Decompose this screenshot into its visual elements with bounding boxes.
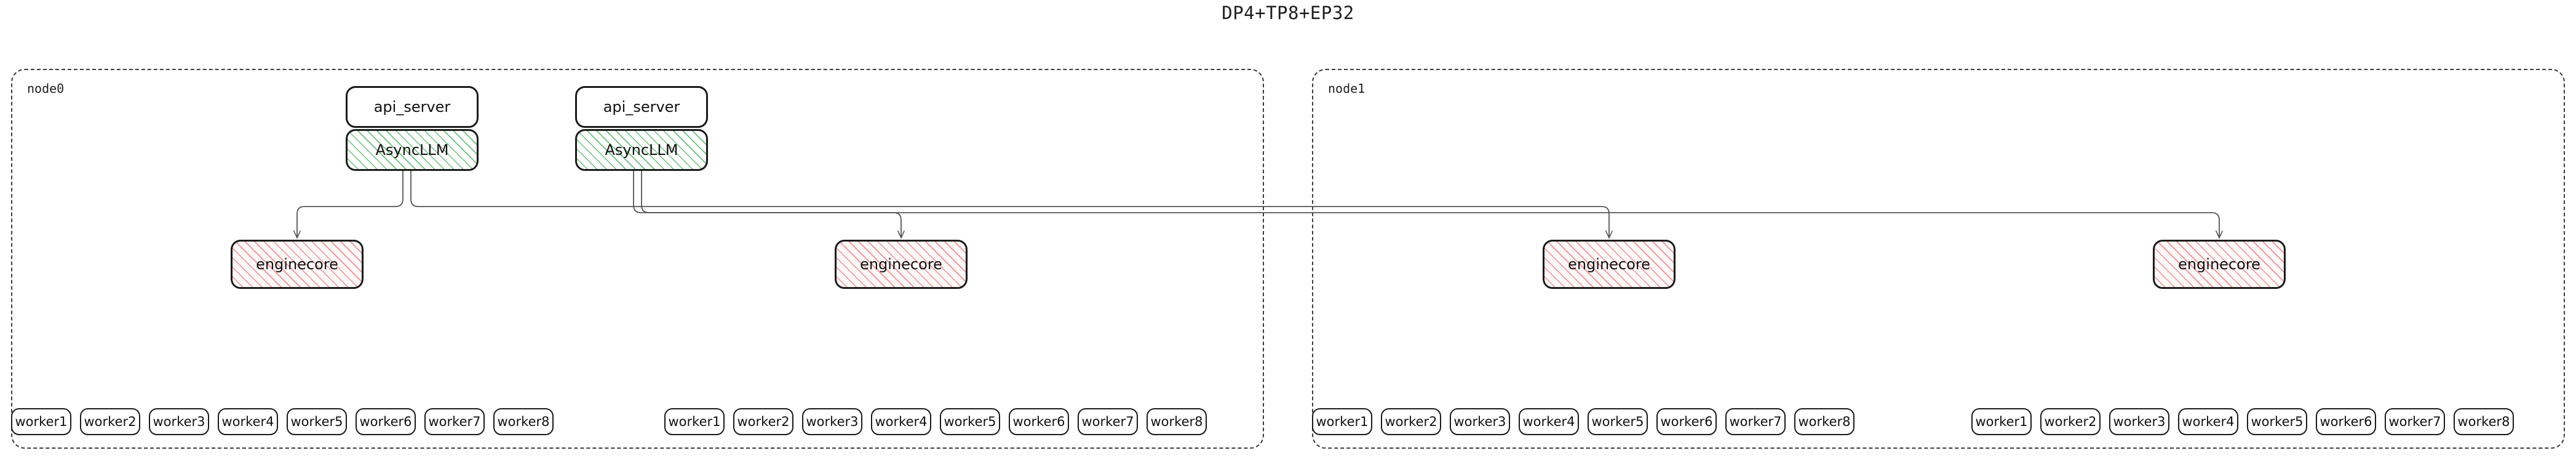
worker-box: worker1 (664, 408, 725, 435)
worker-box: worker2 (80, 408, 140, 435)
asyncllm-box: AsyncLLM (575, 129, 708, 171)
worker-box: worker2 (1381, 408, 1441, 435)
worker-box: worker4 (871, 408, 931, 435)
worker-box: worker3 (802, 408, 862, 435)
worker-box: worker5 (2247, 408, 2307, 435)
worker-box: worker8 (493, 408, 554, 435)
asyncllm-box: AsyncLLM (346, 129, 479, 171)
worker-box: worker7 (1078, 408, 1138, 435)
worker-box: worker6 (1656, 408, 1717, 435)
worker-box: worker6 (356, 408, 416, 435)
worker-box: worker1 (1971, 408, 2032, 435)
worker-box: worker1 (11, 408, 71, 435)
page-title: DP4+TP8+EP32 (1222, 2, 1354, 23)
worker-box: worker6 (1009, 408, 1069, 435)
node-cluster-node1: node1 (1312, 69, 2565, 449)
node-cluster-node0: node0 (11, 69, 1264, 449)
worker-box: worker7 (424, 408, 485, 435)
worker-box: worker2 (733, 408, 793, 435)
worker-box: worker3 (1450, 408, 1510, 435)
worker-box: worker8 (1794, 408, 1854, 435)
worker-box: worker6 (2316, 408, 2376, 435)
node-cluster-label: node0 (27, 81, 65, 96)
worker-box: worker8 (1147, 408, 1207, 435)
worker-box: worker2 (2040, 408, 2101, 435)
api-server-box: api_server (575, 86, 708, 128)
worker-box: worker4 (218, 408, 278, 435)
enginecore-box: enginecore (835, 240, 968, 289)
worker-box: worker5 (287, 408, 347, 435)
worker-box: worker7 (1725, 408, 1786, 435)
worker-box: worker5 (1588, 408, 1648, 435)
enginecore-box: enginecore (1543, 240, 1676, 289)
worker-box: worker4 (1519, 408, 1579, 435)
enginecore-box: enginecore (2153, 240, 2286, 289)
node-cluster-label: node1 (1328, 81, 1366, 96)
worker-box: worker8 (2454, 408, 2514, 435)
worker-box: worker3 (2109, 408, 2169, 435)
worker-box: worker4 (2178, 408, 2238, 435)
enginecore-box: enginecore (231, 240, 364, 289)
worker-box: worker7 (2385, 408, 2445, 435)
worker-box: worker3 (149, 408, 209, 435)
worker-box: worker1 (1312, 408, 1372, 435)
api-server-box: api_server (346, 86, 479, 128)
worker-box: worker5 (940, 408, 1000, 435)
